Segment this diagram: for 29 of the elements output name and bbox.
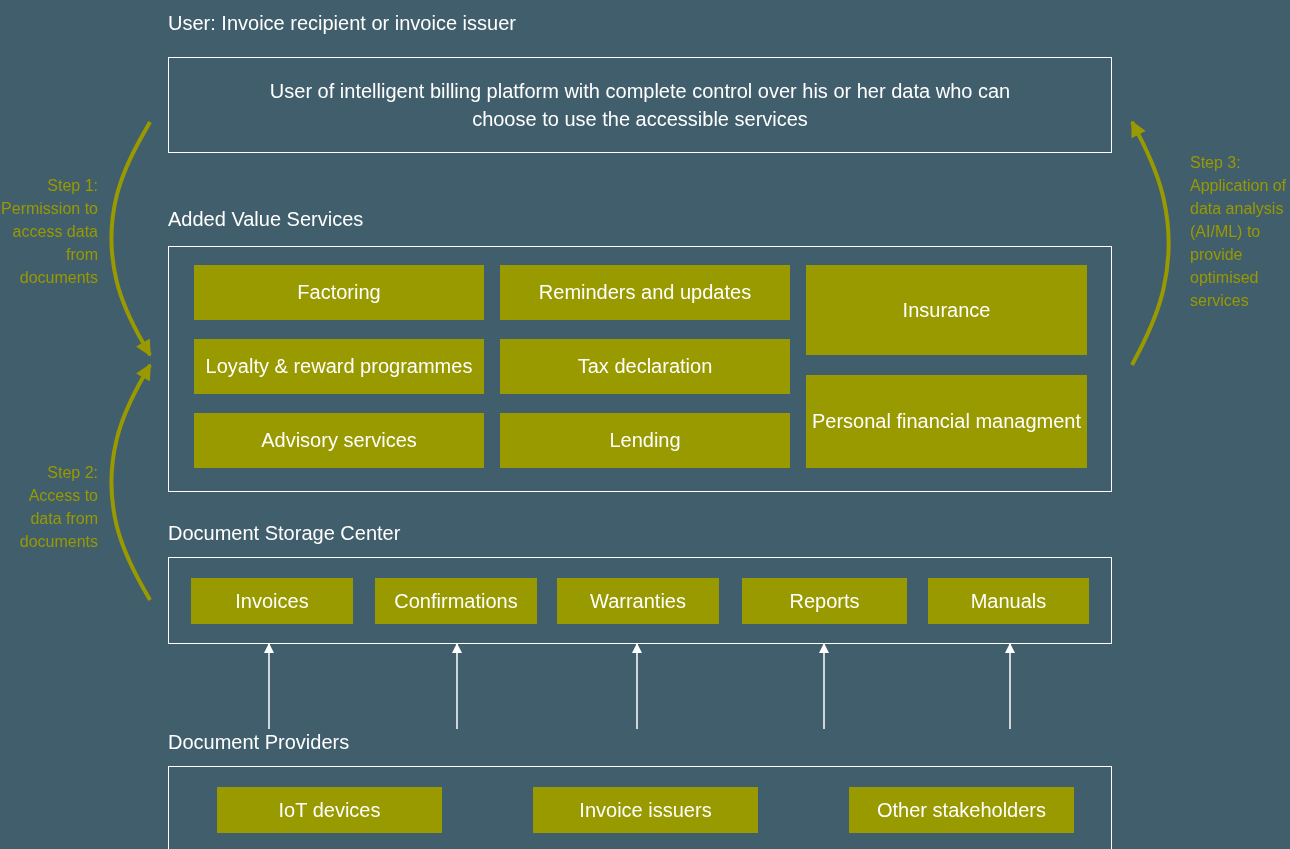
arrow [632, 643, 642, 730]
arrow [109, 121, 152, 357]
service-box: Insurance [806, 265, 1087, 355]
service-box: Invoices [191, 578, 353, 624]
description-text: User of intelligent billing platform with complete control over his or her data who can choose to use the accessible services [268, 79, 1012, 132]
service-box: Advisory services [194, 413, 484, 468]
service-box: Warranties [557, 578, 719, 624]
arrow [264, 643, 274, 730]
service-box: Confirmations [375, 578, 537, 624]
section-heading: Added Value Services [168, 207, 364, 232]
service-box: Invoice issuers [533, 787, 758, 833]
service-box: Factoring [194, 265, 484, 320]
service-box: Tax declaration [500, 339, 790, 394]
section-heading: Document Providers [168, 730, 350, 755]
service-box: IoT devices [217, 787, 442, 833]
section-heading: Document Storage Center [168, 521, 401, 546]
service-box: Other stakeholders [849, 787, 1074, 833]
arrow [1005, 643, 1015, 730]
service-box: Manuals [928, 578, 1089, 624]
service-box: Personal financial managment [806, 375, 1087, 468]
arrow [452, 643, 462, 730]
arrow [109, 363, 152, 601]
service-box: Lending [500, 413, 790, 468]
service-box: Loyalty & reward programmes [194, 339, 484, 394]
arrow [1130, 120, 1171, 366]
service-box: Reminders and updates [500, 265, 790, 320]
section-heading: User: Invoice recipient or invoice issuer [168, 11, 516, 36]
service-box: Reports [742, 578, 907, 624]
arrow [819, 643, 829, 730]
